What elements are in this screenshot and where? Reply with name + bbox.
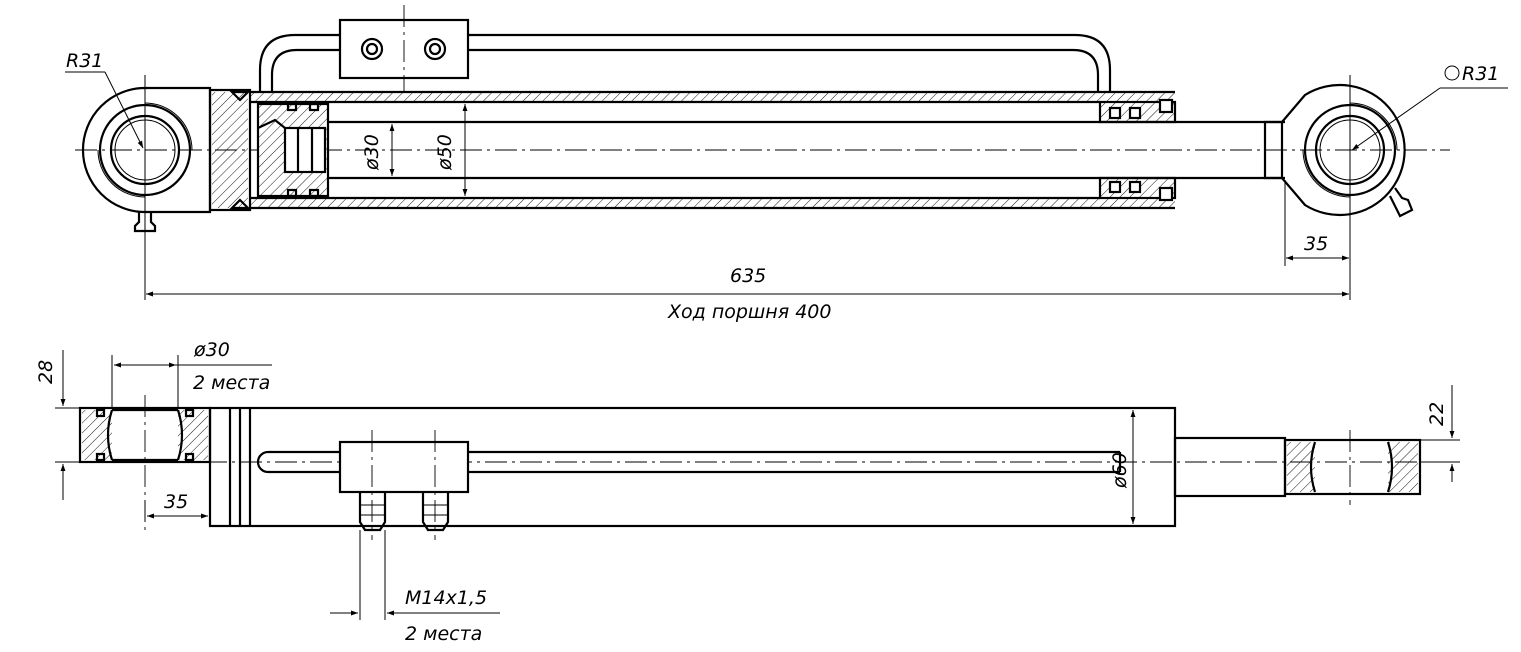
label-d30-side: ø30 — [193, 339, 230, 361]
right-eye — [1263, 75, 1414, 300]
dimension-d30-side: ø30 2 места — [111, 339, 272, 408]
label-r31-right: R31 — [1462, 63, 1499, 85]
dimension-28: 28 — [35, 350, 80, 500]
dimension-thread: M14x1,5 2 места — [330, 530, 500, 645]
dimension-635: 635 Ход поршня 400 — [146, 265, 1349, 323]
barrel — [250, 90, 1175, 210]
radius-callouts: R31 R31 — [65, 50, 1508, 151]
left-eye — [81, 75, 212, 300]
side-view: ø30 2 места 28 35 ø60 22 — [35, 339, 1460, 645]
label-r31-left: R31 — [66, 50, 103, 72]
end-cap — [208, 88, 252, 212]
label-d50-top: ø50 — [434, 134, 456, 171]
dimension-d60: ø60 — [1109, 410, 1136, 524]
label-35-side: 35 — [164, 491, 188, 513]
label-d60: ø60 — [1109, 452, 1131, 489]
barrel-side — [208, 406, 1177, 540]
dimension-22: 22 — [1420, 385, 1460, 482]
diameter-callouts: ø30 ø50 — [361, 104, 468, 196]
note-2-places-top: 2 места — [193, 372, 270, 394]
label-d30-top: ø30 — [361, 134, 383, 171]
label-635: 635 — [730, 265, 766, 287]
external-pipe — [258, 5, 1112, 92]
label-22: 22 — [1426, 402, 1448, 426]
label-thread: M14x1,5 — [405, 587, 487, 609]
dimension-35-side: 35 — [144, 491, 208, 522]
piston — [256, 102, 330, 198]
rod-side — [1173, 430, 1422, 505]
label-28: 28 — [35, 360, 57, 384]
label-35-top: 35 — [1304, 233, 1328, 255]
note-2-places-bottom: 2 места — [405, 623, 482, 645]
stroke-caption: Ход поршня 400 — [667, 301, 831, 323]
gland — [1098, 98, 1177, 202]
top-view: ø30 ø50 R31 R31 35 635 Ход поршня 400 — [65, 5, 1508, 323]
dimension-35-top: 35 — [1284, 180, 1349, 266]
